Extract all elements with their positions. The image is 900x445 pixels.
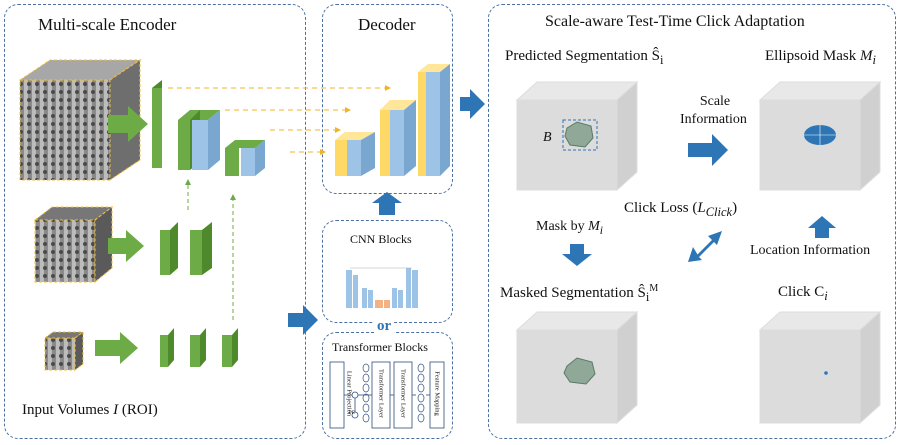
encoder-level3-blocks [160, 328, 238, 367]
adaptation-panel [488, 4, 896, 439]
click-label: Click Ci [778, 284, 828, 303]
location-information-label: Location Information [750, 243, 871, 258]
ellipsoid-mask-cube [758, 80, 882, 192]
transformer-layer-mapping: Feature Mapping [433, 371, 441, 416]
encoder-to-blocks-arrow [288, 305, 318, 335]
transformer-layer-linear: Linear Projection [345, 370, 353, 417]
small-input-volume [43, 331, 85, 371]
cnn-to-decoder-arrow [372, 192, 402, 215]
masked-segmentation-label: Masked Segmentation ŜiM [500, 283, 659, 304]
transformer-layer-2: Transformer Layer [399, 368, 407, 419]
mask-by-label: Mask by Mi [536, 219, 604, 237]
predicted-segmentation-label: Predicted Segmentation Ŝi [505, 48, 664, 67]
click-loss-double-arrow [688, 231, 722, 262]
decoder-to-adaptation-arrow [460, 89, 485, 119]
encoder-level1-blocks [152, 80, 265, 176]
cnn-title: CNN Blocks [350, 232, 412, 246]
cnn-unet-icon [346, 267, 418, 308]
box-label: B [543, 130, 552, 145]
encoder-input-arrow-3 [95, 332, 138, 364]
encoder-input-arrow-2 [108, 230, 144, 262]
predicted-segmentation-cube [515, 80, 639, 192]
transformer-title: Transformer Blocks [332, 340, 428, 354]
transformer-layer-1: Transformer Layer [377, 368, 385, 419]
transformer-diagram [329, 361, 445, 429]
decoder-title: Decoder [358, 15, 416, 34]
transformer-token-columns [362, 363, 425, 423]
scale-info-line1: Scale [699, 94, 731, 109]
or-label: or [374, 318, 395, 335]
input-volumes-label: Input Volumes I (ROI) [22, 402, 158, 418]
medium-input-volume [33, 205, 114, 284]
encoder-input-arrow-1 [108, 106, 148, 142]
encoder-title: Multi-scale Encoder [38, 15, 177, 34]
decoder-blocks [335, 64, 450, 176]
adaptation-title: Scale-aware Test-Time Click Adaptation [545, 13, 805, 30]
click-cube [758, 310, 882, 425]
click-loss-label: Click Loss (LClick) [624, 200, 738, 219]
scale-info-line2: Information [680, 112, 747, 127]
pe-label: PE [349, 411, 355, 416]
large-input-volume [18, 59, 142, 181]
location-information-arrow [808, 216, 836, 238]
ellipsoid-mask-label: Ellipsoid Mask Mi [765, 48, 876, 67]
encoder-level2-blocks [160, 222, 212, 275]
encoder-panel [4, 4, 306, 439]
masked-segmentation-cube [515, 310, 639, 425]
scale-information-arrow [688, 134, 728, 166]
mask-by-arrow [562, 244, 592, 266]
